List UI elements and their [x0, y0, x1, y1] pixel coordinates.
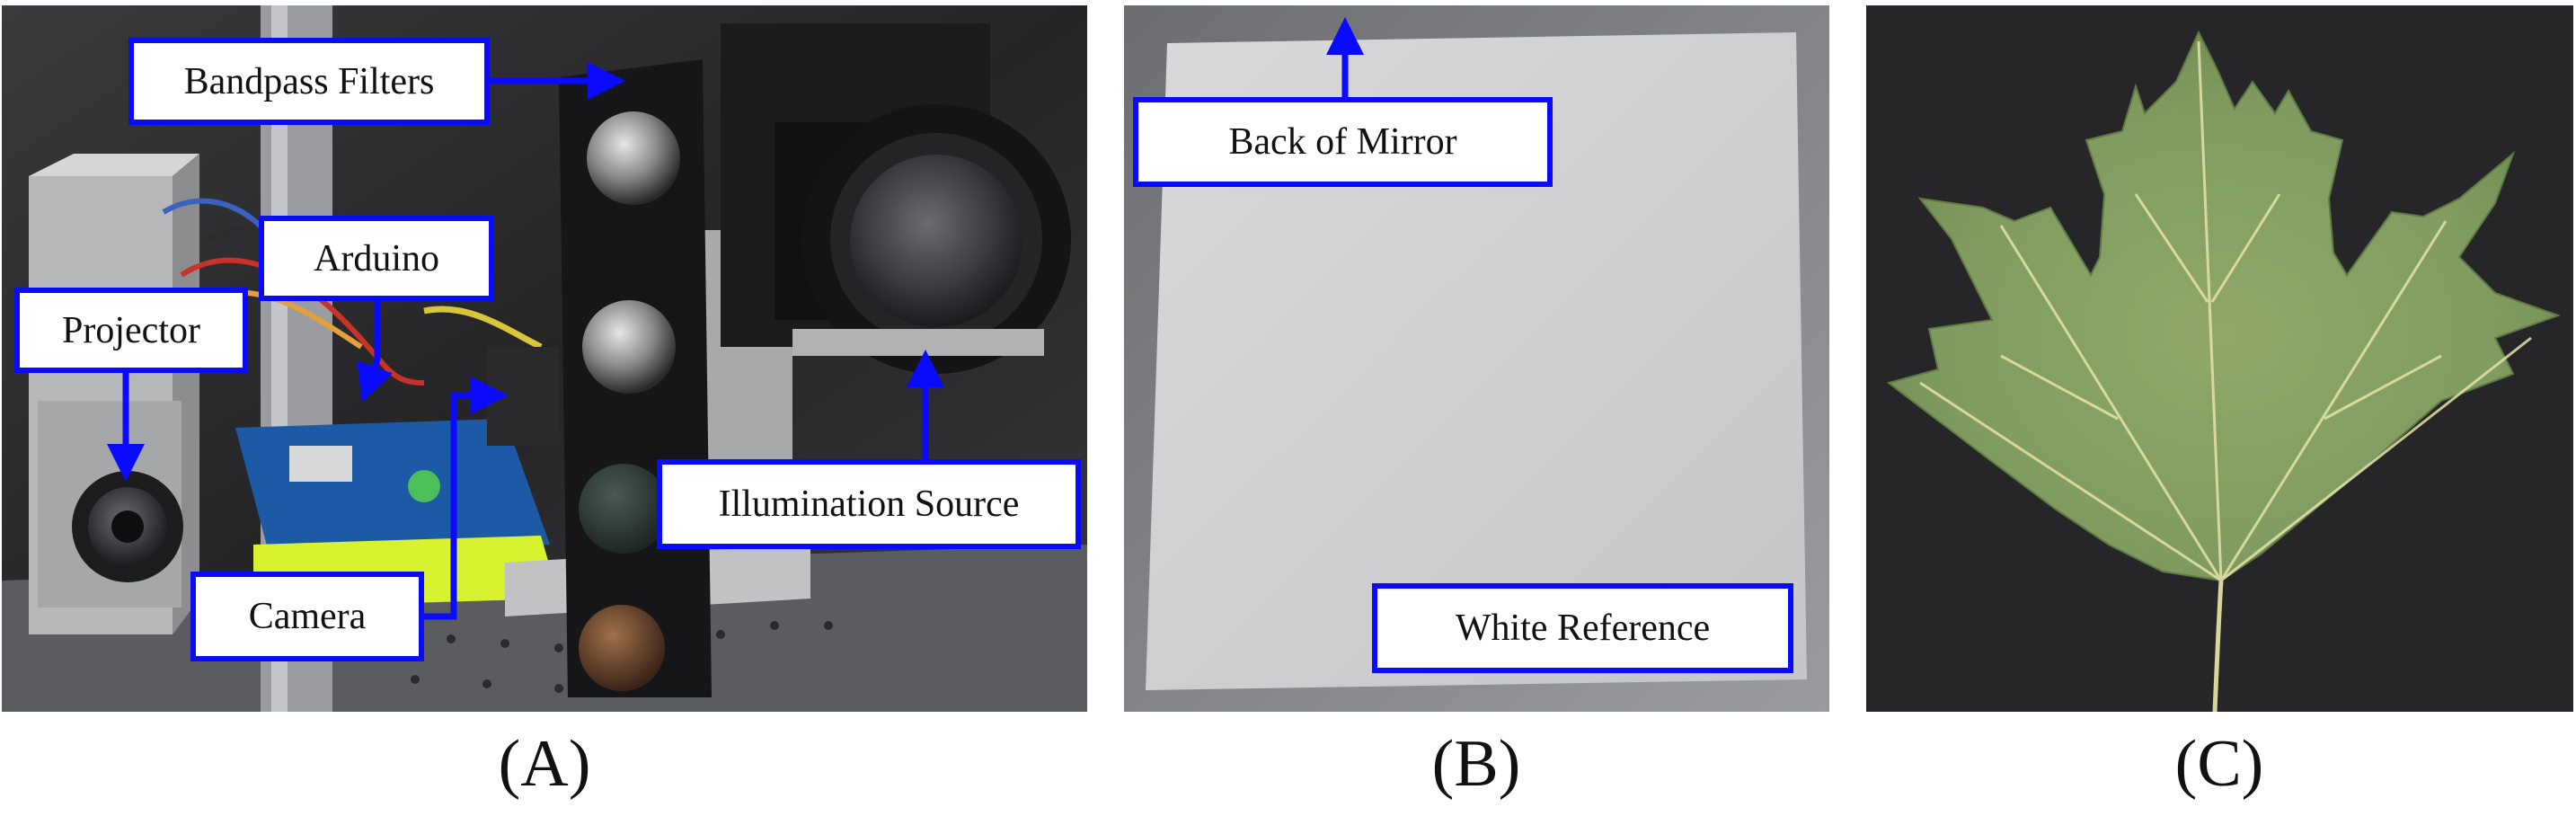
label-projector-text: Projector	[62, 309, 200, 351]
label-bandpass-filters: Bandpass Filters	[128, 38, 490, 125]
label-illumination-source: Illumination Source	[657, 459, 1081, 549]
label-camera: Camera	[190, 572, 424, 661]
label-projector: Projector	[14, 288, 248, 373]
leaf-photo	[1866, 5, 2573, 712]
label-arduino: Arduino	[259, 216, 494, 301]
label-back-of-mirror: Back of Mirror	[1133, 97, 1553, 187]
label-white-reference-text: White Reference	[1455, 608, 1711, 649]
caption-panel-c: (C)	[2174, 727, 2264, 801]
caption-panel-a: (A)	[498, 727, 591, 801]
label-bandpass-filters-text: Bandpass Filters	[183, 60, 435, 102]
maple-leaf-shape	[1886, 30, 2561, 582]
panel-c-leaf-photo	[1866, 5, 2573, 712]
caption-panel-b: (B)	[1431, 727, 1521, 801]
label-arduino-text: Arduino	[314, 237, 439, 279]
label-back-of-mirror-text: Back of Mirror	[1228, 121, 1457, 163]
label-white-reference: White Reference	[1372, 583, 1793, 673]
label-illumination-source-text: Illumination Source	[718, 483, 1020, 525]
label-camera-text: Camera	[248, 596, 367, 637]
